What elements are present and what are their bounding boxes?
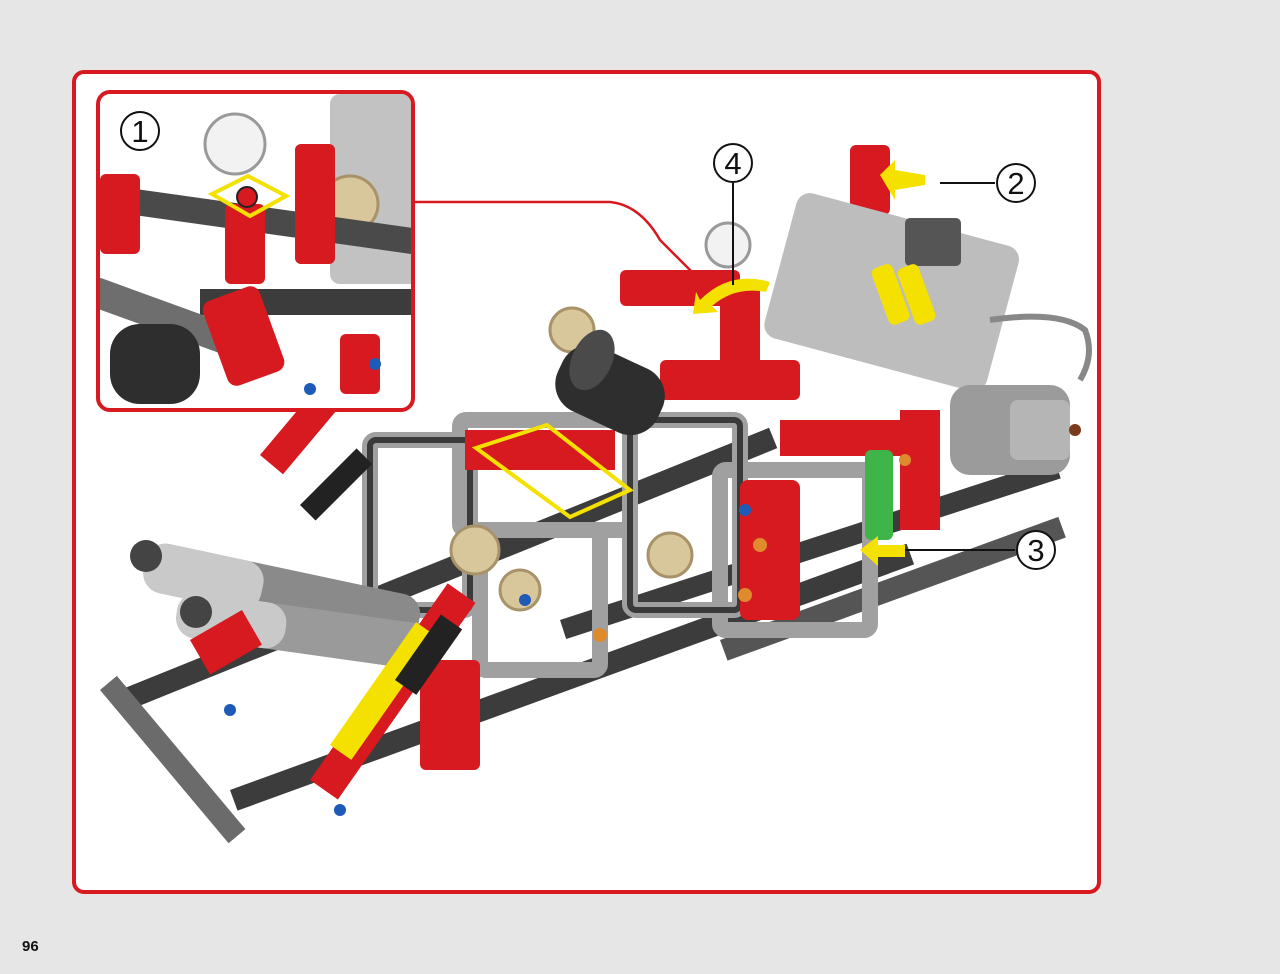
cables (989, 313, 1092, 382)
inset-connector-line (415, 200, 711, 291)
inset-illustration (100, 94, 411, 404)
green-part (865, 450, 893, 540)
arrow-3 (860, 536, 905, 566)
hazard-stripes (300, 448, 463, 760)
drum (555, 329, 665, 436)
pins (224, 424, 1081, 816)
yellow-parts (871, 264, 936, 325)
arrow-2 (880, 160, 925, 200)
arrow-4 (693, 278, 770, 314)
callout-1: 1 (120, 111, 160, 151)
yellow-highlight-box (471, 422, 634, 520)
motor (950, 385, 1070, 475)
inset-detail-view (96, 90, 415, 412)
white-gear (704, 221, 752, 269)
callout-4: 4 (713, 143, 753, 183)
page-number: 96 (22, 938, 39, 955)
callout-3: 3 (1016, 530, 1056, 570)
callout-2: 2 (996, 163, 1036, 203)
pneumatic-cylinders (130, 540, 435, 670)
